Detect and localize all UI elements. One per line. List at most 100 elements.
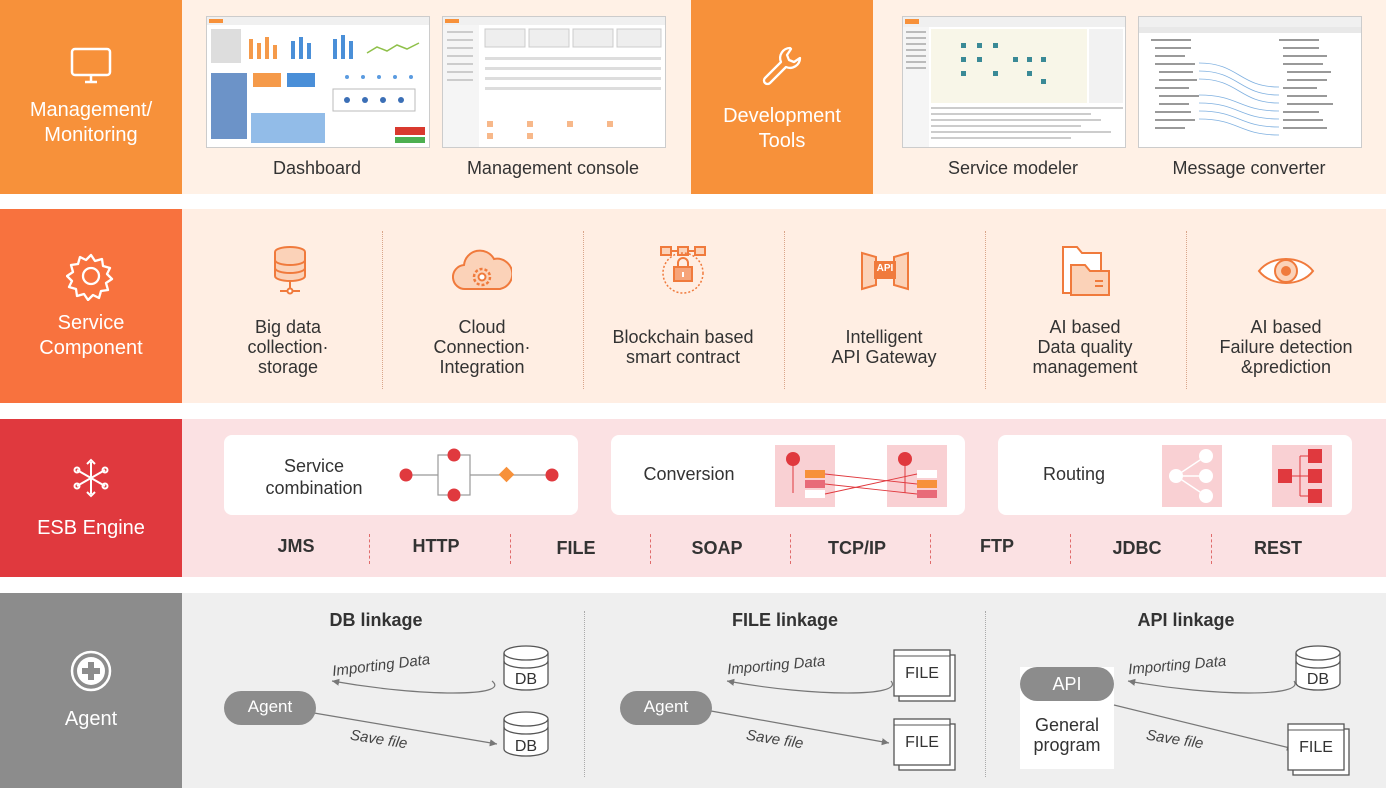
api-gateway-icon: API	[858, 249, 912, 293]
divider	[382, 231, 383, 389]
db-target-1: DB	[514, 671, 538, 688]
divider	[584, 611, 585, 777]
message-converter-screenshot	[1138, 16, 1362, 148]
agent-label: Agent	[64, 708, 118, 730]
agent-sidebar: Agent	[0, 593, 182, 788]
agent-band: Agent DB linkage Agent Importing Data Sa…	[0, 593, 1386, 788]
protocol-jdbc: JDBC	[1112, 538, 1162, 558]
network-icon	[73, 458, 109, 497]
divider	[930, 534, 931, 564]
divider	[1211, 534, 1212, 564]
blockchain-lock-icon	[660, 246, 706, 294]
wrench-icon	[762, 46, 802, 86]
routing-card: Routing	[998, 435, 1352, 515]
db-target-2: DB	[514, 738, 538, 755]
divider	[583, 231, 584, 389]
development-label: Development Tools	[723, 105, 841, 152]
api-target-2: FILE	[1299, 739, 1333, 756]
management-sidebar: Management/ Monitoring	[0, 0, 182, 194]
db-agent-pill: Agent	[224, 691, 316, 725]
card-label: Conversion	[643, 464, 735, 484]
database-icon	[503, 711, 549, 757]
file-target-1: FILE	[905, 665, 939, 682]
service-combination-diagram	[399, 448, 559, 502]
dashboard-screenshot	[206, 16, 430, 148]
cloud-gear-icon	[452, 249, 512, 291]
divider	[985, 611, 986, 777]
plus-circle-icon	[70, 650, 112, 692]
management-console-screenshot	[442, 16, 666, 148]
file-linkage-arrows	[710, 649, 956, 771]
divider	[1070, 534, 1071, 564]
management-label: Management/ Monitoring	[29, 99, 153, 146]
file-window-icon	[893, 718, 956, 771]
database-icon	[1295, 645, 1341, 691]
api-linkage-title: API linkage	[1137, 610, 1235, 630]
dashboard-caption: Dashboard	[272, 158, 362, 178]
gear-icon	[66, 253, 114, 301]
file-target-2: FILE	[905, 734, 939, 751]
divider	[369, 534, 370, 564]
divider	[985, 231, 986, 389]
protocol-jms: JMS	[277, 536, 315, 556]
monitor-icon	[70, 47, 112, 84]
file-linkage-title: FILE linkage	[731, 610, 839, 630]
divider	[1186, 231, 1187, 389]
file-window-icon	[893, 649, 956, 702]
development-box: Development Tools	[691, 0, 873, 194]
esb-sidebar: ESB Engine	[0, 419, 182, 577]
divider	[790, 534, 791, 564]
esb-label: ESB Engine	[37, 516, 145, 539]
management-console-caption: Management console	[466, 158, 640, 178]
service-modeler-screenshot	[902, 16, 1126, 148]
divider	[784, 231, 785, 389]
divider	[510, 534, 511, 564]
db-linkage-title: DB linkage	[329, 610, 423, 630]
protocol-file: FILE	[556, 538, 596, 558]
api-badge-text: API	[876, 263, 894, 274]
folder-icon	[1062, 246, 1110, 296]
protocol-rest: REST	[1253, 538, 1302, 558]
file-window-icon	[1287, 723, 1350, 776]
database-icon	[503, 645, 549, 691]
file-agent-pill: Agent	[620, 691, 712, 725]
protocol-ftp: FTP	[980, 536, 1014, 556]
db-linkage-arrows	[313, 645, 549, 757]
eye-icon	[1257, 258, 1315, 284]
protocol-http: HTTP	[412, 536, 460, 556]
message-converter-caption: Message converter	[1172, 158, 1326, 178]
conversion-card: Conversion	[611, 435, 965, 515]
divider	[650, 534, 651, 564]
agent-content: DB linkage Agent Importing Data Save fil…	[182, 593, 1386, 788]
routing-diagram	[1162, 445, 1332, 507]
service-label: Service Component	[39, 312, 143, 359]
protocol-soap: SOAP	[691, 538, 743, 558]
api-pill: API	[1020, 667, 1114, 701]
management-band: Management/ Monitoring	[0, 0, 1386, 194]
management-content: Dashboard Management console Development…	[182, 0, 1386, 194]
conversion-diagram	[775, 445, 947, 507]
service-sidebar: Service Component	[0, 209, 182, 403]
api-linkage-arrows	[1113, 645, 1350, 776]
service-modeler-caption: Service modeler	[947, 158, 1079, 178]
